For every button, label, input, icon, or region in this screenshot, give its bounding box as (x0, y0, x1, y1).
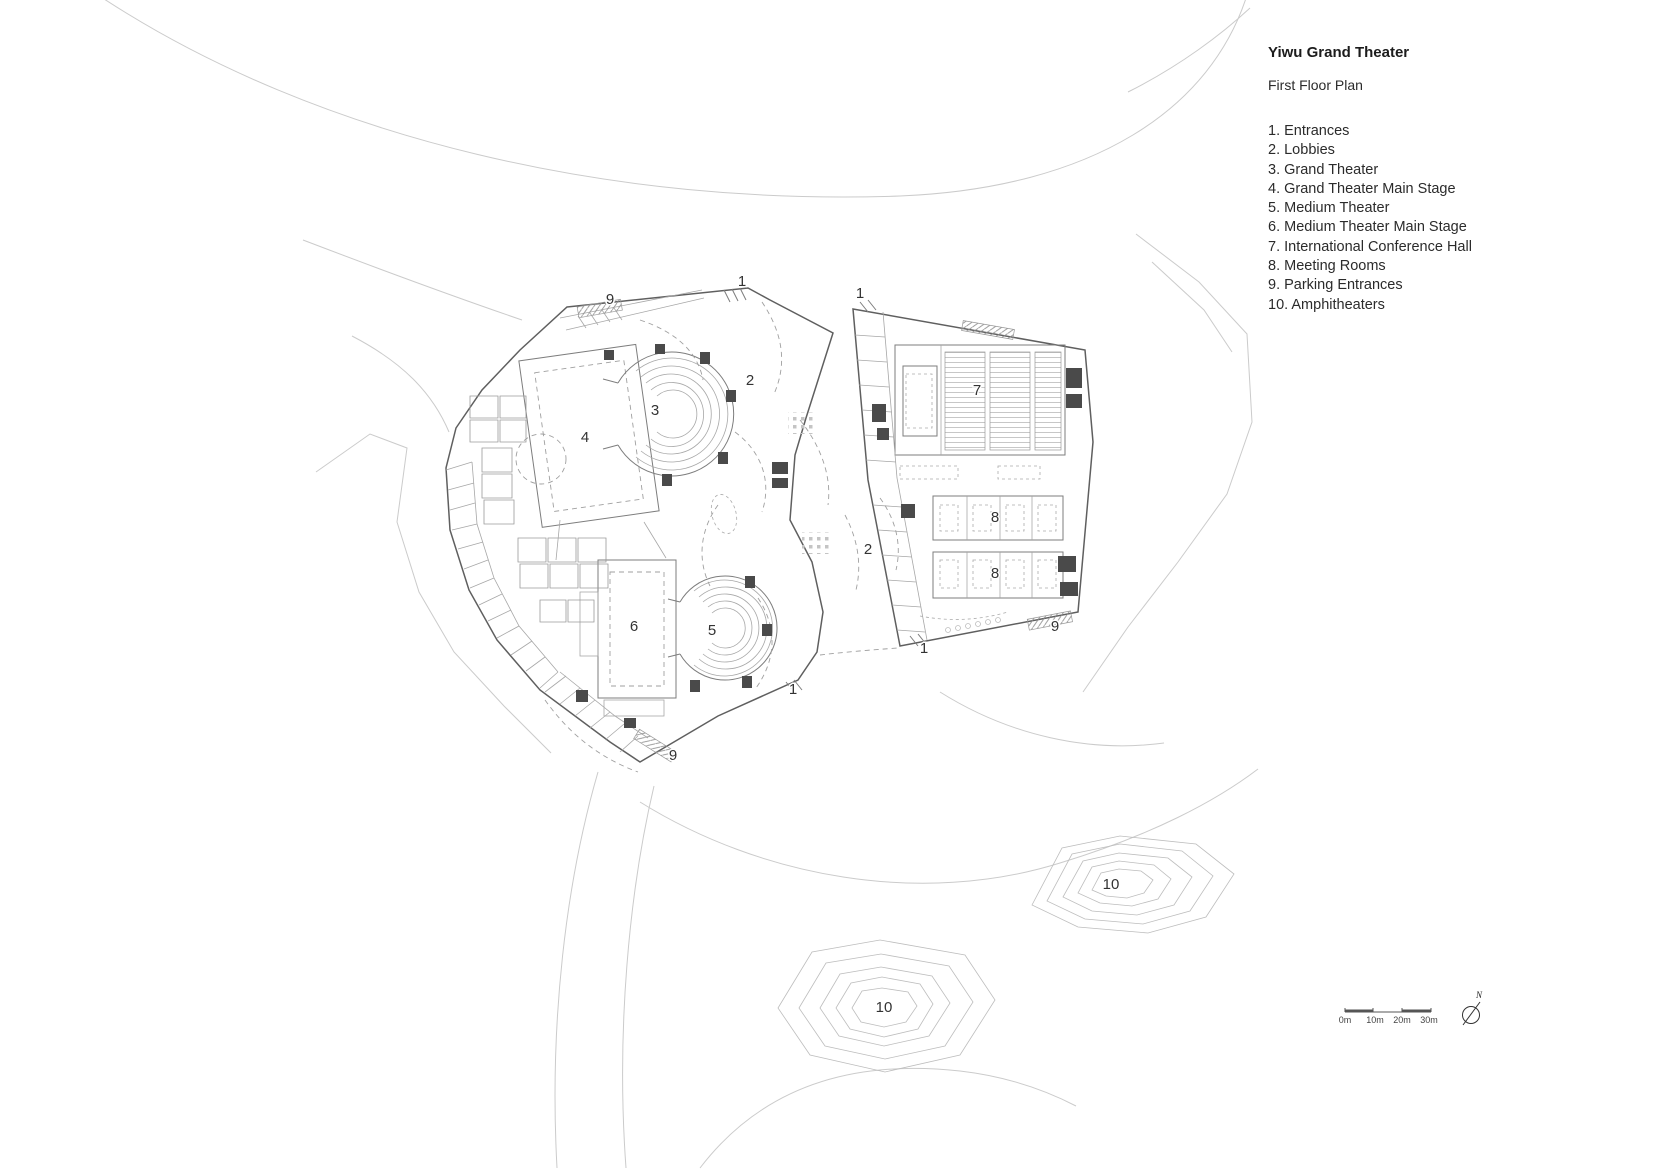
label-amphitheater-10-lower: 10 (876, 999, 893, 1016)
service-band-inner-wall (882, 311, 928, 641)
paving-grid-upper (788, 412, 816, 434)
label-medium-stage-6: 6 (630, 618, 638, 635)
title-block: Yiwu Grand Theater First Floor Plan 1. E… (1268, 44, 1578, 315)
legend-item: 7. International Conference Hall (1268, 238, 1472, 255)
drawing-subtitle: First Floor Plan (1268, 77, 1363, 93)
meeting-rooms-upper-tables (939, 504, 1057, 532)
label-parking-9-top: 9 (606, 291, 614, 308)
hall-seating-block-2 (989, 351, 1031, 451)
label-parking-9-bottom: 9 (669, 747, 677, 764)
meeting-rooms-lower-walls (932, 551, 1064, 599)
legend-item: 5. Medium Theater (1268, 200, 1390, 217)
label-entrance-1-c: 1 (920, 640, 928, 657)
conference-building (852, 299, 1094, 647)
meeting-rooms-upper-walls (932, 495, 1064, 541)
medium-stage-service (603, 699, 665, 717)
corridor-zone-2 (997, 465, 1041, 480)
medium-theater-seat-rows (693, 579, 773, 677)
legend: 1. Entrances 2. Lobbies 3. Grand Theater… (1268, 122, 1578, 315)
conference-entrance-ticks (859, 299, 927, 647)
south-rooms-partitions (544, 675, 639, 753)
legend-item: 3. Grand Theater (1268, 161, 1379, 178)
amphitheater-upper-terraces (1031, 835, 1235, 934)
entrance-1-bottom-ticks (785, 679, 803, 693)
legend-item: 8. Meeting Rooms (1268, 258, 1386, 275)
legend-item: 6. Medium Theater Main Stage (1268, 219, 1467, 236)
north-canopy-hatch (577, 307, 623, 329)
north-arrow-graphic: N (1462, 990, 1483, 1026)
conference-canopy (961, 320, 1015, 340)
entrance-1-top-ticks (723, 287, 747, 303)
grand-theater-proscenium (602, 378, 619, 450)
label-parking-9-right: 9 (1051, 618, 1059, 635)
label-medium-theater-5: 5 (708, 622, 716, 639)
lobby-circulation-curves (544, 301, 899, 773)
label-entrance-1-b: 1 (856, 285, 864, 302)
amphitheater-lower-terraces (777, 939, 996, 1073)
scale-bar: 0m 10m 20m 30m (1339, 1006, 1442, 1028)
parking-ramp-bottom (633, 728, 678, 763)
hall-seating-block-1 (944, 351, 986, 451)
scale-label-20: 20m (1393, 1015, 1411, 1025)
medium-theater-shell (679, 575, 778, 681)
site-context-contours (104, 0, 1259, 1169)
label-lobby-2-right: 2 (864, 541, 872, 558)
north-label: N (1475, 990, 1483, 1000)
side-stage-turntable (515, 433, 567, 485)
parking-ramp-east (1026, 610, 1073, 631)
northwest-rooms (469, 395, 527, 525)
grand-theater-seat-rows (635, 357, 729, 471)
label-entrance-1-a: 1 (738, 273, 746, 290)
meeting-rooms-upper-partitions (966, 496, 1033, 540)
south-rooms-inner-wall (559, 671, 649, 739)
drawing-title: Yiwu Grand Theater (1268, 44, 1410, 61)
planting-row (945, 617, 1001, 633)
lobby-void (710, 494, 738, 534)
medium-stage-dashed (609, 571, 665, 687)
label-meeting-8-upper: 8 (991, 509, 999, 526)
conference-lobby-curve (879, 497, 899, 571)
plan-number-labels: 9 1 1 2 3 7 4 8 2 8 6 5 9 1 1 9 10 10 (579, 272, 1121, 1018)
legend-item: 4. Grand Theater Main Stage (1268, 180, 1456, 197)
legend-item: 9. Parking Entrances (1268, 277, 1403, 294)
label-grand-theater-3: 3 (651, 402, 659, 419)
legend-item: 10. Amphitheaters (1268, 296, 1385, 313)
west-rooms-partitions (445, 461, 559, 689)
scale-bar-labels: 0m 10m 20m 30m (1339, 1015, 1442, 1027)
legend-item: 1. Entrances (1268, 123, 1350, 139)
meeting-rooms-lower-partitions (966, 552, 1033, 598)
label-amphitheater-10-upper: 10 (1103, 876, 1120, 893)
conference-stage (902, 365, 938, 437)
backstage-links (555, 519, 667, 561)
hall-seating-block-3 (1034, 351, 1062, 451)
north-arrow: N (1456, 986, 1490, 1032)
label-conference-7: 7 (973, 382, 981, 399)
grand-stage-block (518, 343, 660, 528)
label-grand-stage-4: 4 (581, 429, 589, 446)
legend-item: 2. Lobbies (1268, 142, 1335, 159)
label-lobby-2-left: 2 (746, 372, 754, 389)
scale-label-30: 30m (1420, 1015, 1438, 1025)
conference-building-outline (852, 308, 1094, 647)
paving-grid-lower (802, 532, 830, 554)
theater-building-outline (445, 287, 834, 763)
conference-stage-dashed (905, 373, 933, 429)
parking-ramp-top (576, 298, 623, 319)
label-meeting-8-lower: 8 (991, 565, 999, 582)
central-rooms (517, 537, 609, 623)
medium-stage-wing (579, 591, 599, 657)
scale-label-10: 10m (1366, 1015, 1384, 1025)
medium-theater-proscenium (667, 598, 681, 658)
theater-building (445, 287, 899, 773)
label-entrance-1-d: 1 (789, 681, 797, 698)
south-terrace-curve (919, 611, 1009, 620)
scale-label-0: 0m (1338, 1015, 1352, 1025)
scale-bar-graphic (1344, 1008, 1432, 1013)
conference-hall-walls (894, 344, 1066, 456)
